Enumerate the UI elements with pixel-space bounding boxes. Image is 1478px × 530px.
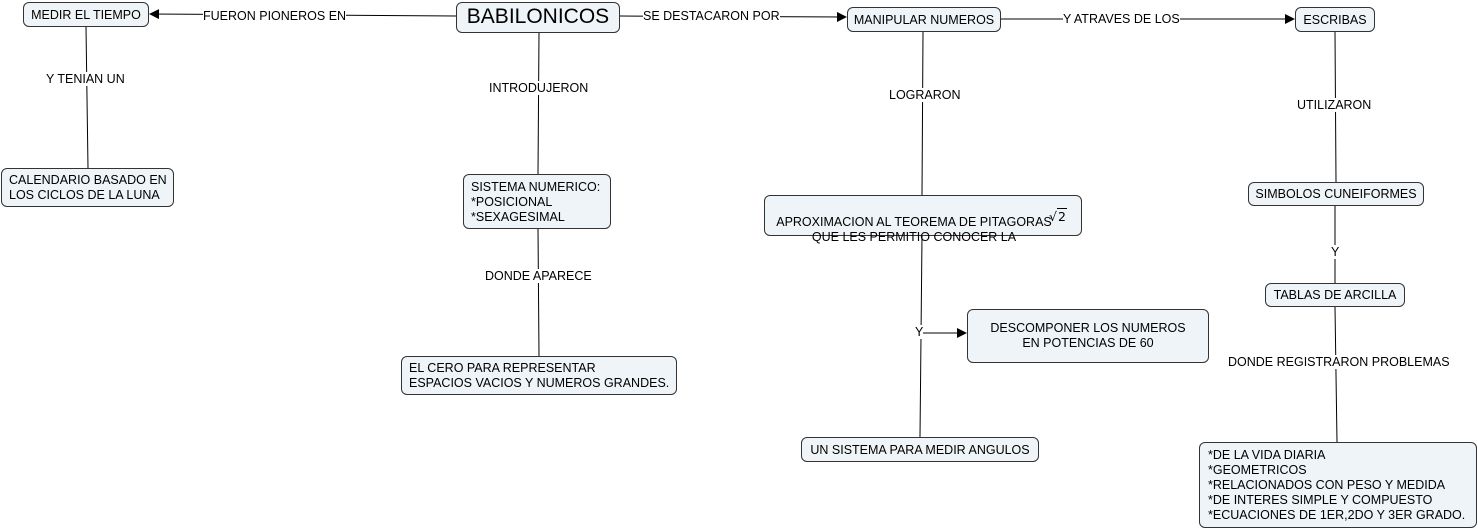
node-medir-tiempo[interactable]: MEDIR EL TIEMPO	[23, 2, 149, 27]
link-label-tenian: Y TENIAN UN	[46, 72, 125, 86]
link-label-destacaron: SE DESTACARON POR	[643, 9, 780, 23]
node-medir-angulos[interactable]: UN SISTEMA PARA MEDIR ANGULOS	[801, 437, 1039, 462]
link-label-y-simbolos: Y	[1331, 245, 1340, 259]
node-tablas[interactable]: TABLAS DE ARCILLA	[1265, 283, 1405, 307]
link-label-registraron: DONDE REGISTRARON PROBLEMAS	[1228, 355, 1450, 369]
node-problemas[interactable]: *DE LA VIDA DIARIA *GEOMETRICOS *RELACIO…	[1199, 442, 1477, 528]
link-label-utilizaron: UTILIZARON	[1297, 98, 1372, 112]
node-aproximacion[interactable]: APROXIMACION AL TEOREMA DE PITAGORAS QUE…	[764, 195, 1082, 244]
node-simbolos[interactable]: SIMBOLOS CUNEIFORMES	[1248, 182, 1424, 206]
node-el-cero[interactable]: EL CERO PARA REPRESENTAR ESPACIOS VACIOS…	[401, 356, 677, 395]
link-label-introdujeron: INTRODUJERON	[489, 81, 589, 95]
node-descomponer[interactable]: DESCOMPONER LOS NUMEROS EN POTENCIAS DE …	[967, 309, 1209, 363]
aproximacion-text: APROXIMACION AL TEOREMA DE PITAGORAS QUE…	[776, 215, 1052, 244]
node-escribas[interactable]: ESCRIBAS	[1295, 7, 1375, 32]
link-label-y-pitagoras: Y	[915, 325, 924, 339]
node-manipular[interactable]: MANIPULAR NUMEROS	[847, 7, 1001, 32]
node-calendario[interactable]: CALENDARIO BASADO EN LOS CICLOS DE LA LU…	[1, 168, 174, 207]
sqrt-two: √2	[1049, 208, 1067, 224]
node-sistema-numerico[interactable]: SISTEMA NUMERICO: *POSICIONAL *SEXAGESIM…	[463, 174, 611, 229]
line-introdujeron	[537, 32, 540, 175]
line-lograron	[921, 31, 924, 196]
sqrt-symbol: √	[1049, 209, 1057, 224]
link-label-aparece: DONDE APARECE	[485, 269, 592, 283]
line-registraron	[1334, 306, 1338, 443]
node-babilonicos[interactable]: BABILONICOS	[456, 2, 620, 33]
sqrt-value: 2	[1056, 208, 1067, 224]
link-label-pioneros: FUERON PIONEROS EN	[203, 9, 347, 23]
link-label-atraves: Y ATRAVES DE LOS	[1063, 12, 1180, 26]
link-label-lograron: LOGRARON	[889, 88, 961, 102]
line-tenian	[85, 26, 89, 169]
line-aparece	[537, 228, 540, 357]
